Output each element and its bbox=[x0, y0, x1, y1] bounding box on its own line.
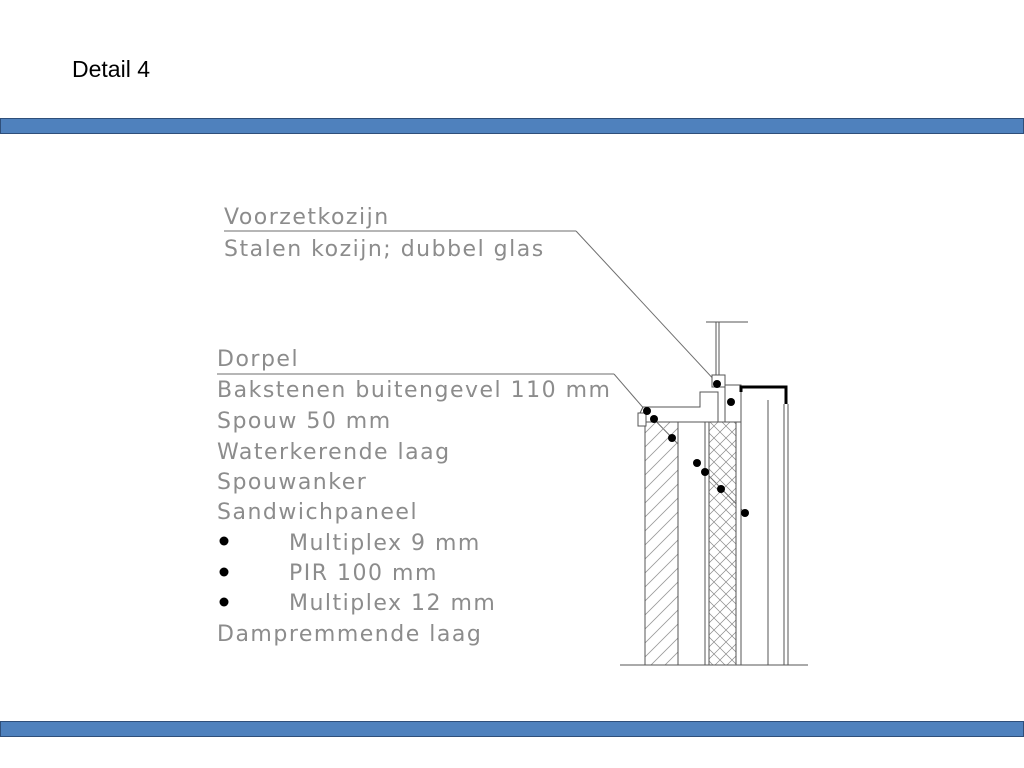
callout-dots bbox=[643, 380, 749, 517]
label-stalen-kozijn: Stalen kozijn; dubbel glas bbox=[224, 237, 545, 262]
wall-section bbox=[620, 321, 808, 666]
callout-dot bbox=[727, 398, 735, 406]
callout-dot bbox=[693, 459, 701, 467]
callout-dot bbox=[701, 468, 709, 476]
label-spouw: Spouw 50 mm bbox=[217, 409, 392, 434]
pir-insulation bbox=[708, 421, 737, 666]
steel-frame bbox=[739, 385, 788, 404]
sandwich-layer-list: Multiplex 9 mm PIR 100 mm Multiplex 12 m… bbox=[219, 531, 496, 616]
label-voorzetkozijn: Voorzetkozijn bbox=[224, 205, 390, 230]
slide-title: Detail 4 bbox=[72, 56, 150, 82]
callout-dot bbox=[741, 509, 749, 517]
bullet-icon bbox=[219, 567, 229, 577]
label-group-top: Voorzetkozijn Stalen kozijn; dubbel glas bbox=[224, 205, 545, 262]
label-bakstenen-buitengevel: Bakstenen buitengevel 110 mm bbox=[217, 378, 611, 403]
callout-dot bbox=[713, 380, 721, 388]
label-dampremmende-laag: Dampremmende laag bbox=[217, 622, 482, 647]
label-group-main: Dorpel Bakstenen buitengevel 110 mm Spou… bbox=[217, 347, 611, 525]
bullet-icon bbox=[219, 597, 229, 607]
leader-lines bbox=[217, 230, 746, 514]
callout-dot bbox=[717, 485, 725, 493]
cavity bbox=[677, 421, 706, 666]
label-pir-100: PIR 100 mm bbox=[289, 561, 438, 586]
callout-dot bbox=[668, 434, 676, 442]
label-multiplex-12: Multiplex 12 mm bbox=[289, 591, 496, 616]
callout-dot bbox=[643, 407, 651, 415]
label-dorpel: Dorpel bbox=[217, 347, 299, 372]
label-spouwanker: Spouwanker bbox=[217, 470, 367, 495]
bullet-icon bbox=[219, 536, 229, 546]
brick-leaf bbox=[644, 421, 679, 666]
callout-dot bbox=[650, 415, 658, 423]
label-multiplex-9: Multiplex 9 mm bbox=[289, 531, 481, 556]
label-waterkerende-laag: Waterkerende laag bbox=[217, 440, 451, 465]
label-sandwichpaneel: Sandwichpaneel bbox=[217, 500, 418, 525]
